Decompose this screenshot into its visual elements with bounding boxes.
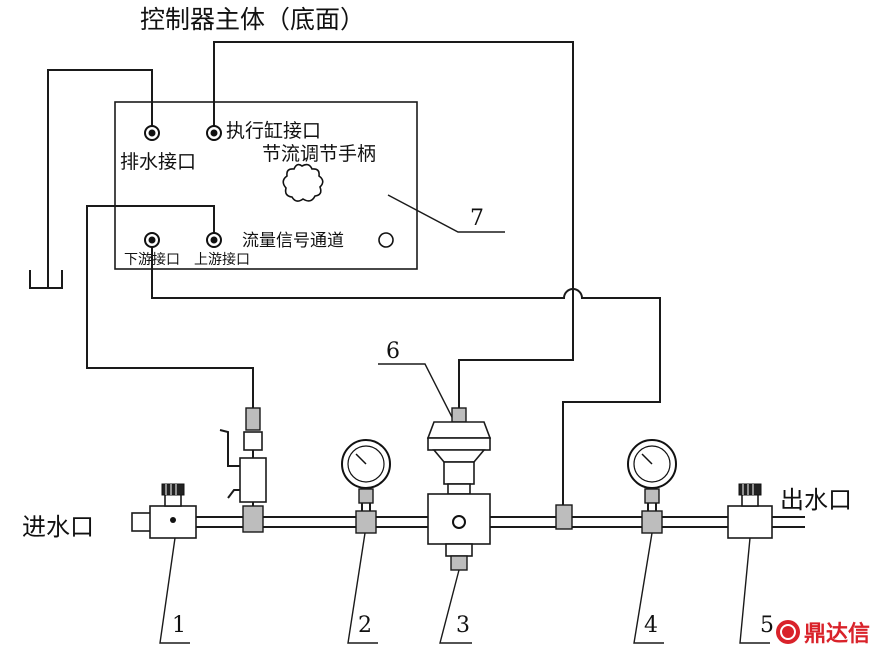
- downstream-port-label: 下游接口: [124, 251, 180, 268]
- number-2: 2: [358, 613, 372, 638]
- pressure-gauge-4: [627, 439, 677, 534]
- watermark: 鼎达信: [776, 620, 870, 647]
- number-6: 6: [386, 339, 400, 364]
- outlet-valve: [727, 483, 773, 539]
- number-5: 5: [760, 613, 774, 638]
- number-1: 1: [172, 613, 186, 638]
- pressure-gauge-2: [341, 439, 391, 534]
- number-4: 4: [644, 613, 658, 638]
- throttle-handle-label: 节流调节手柄: [262, 143, 376, 165]
- leader-4: [633, 532, 664, 644]
- inlet-valve: [131, 483, 197, 539]
- upstream-port: [206, 232, 222, 248]
- leader-7: [387, 194, 505, 233]
- upstream-port-label: 上游接口: [194, 251, 250, 268]
- control-valve: [426, 407, 492, 571]
- inlet-label: 进水口: [22, 513, 94, 541]
- drain-line: [29, 69, 153, 289]
- leader-2: [347, 532, 378, 644]
- drain-port: [144, 125, 160, 141]
- number-3: 3: [456, 613, 470, 638]
- number-7: 7: [470, 206, 484, 231]
- watermark-text: 鼎达信: [804, 621, 870, 647]
- downstream-tap: [555, 504, 573, 530]
- cylinder-port-label: 执行缸接口: [226, 120, 321, 142]
- diagram-title: 控制器主体（底面）: [140, 5, 365, 34]
- controller-body: [114, 101, 418, 270]
- flow-signal-port: [378, 232, 394, 248]
- drain-port-label: 排水接口: [120, 151, 196, 173]
- flow-signal-label: 流量信号通道: [242, 231, 344, 251]
- downstream-port: [144, 232, 160, 248]
- upstream-filter: [219, 407, 267, 533]
- cylinder-port: [206, 125, 222, 141]
- downstream-line: [151, 240, 661, 505]
- leader-5: [739, 537, 770, 644]
- outlet-label: 出水口: [780, 486, 852, 514]
- throttle-handle-icon: [282, 163, 324, 202]
- leader-3: [439, 569, 472, 644]
- leader-1: [159, 537, 190, 644]
- upstream-line: [86, 205, 254, 408]
- main-pipe: [196, 516, 805, 528]
- cylinder-line: [213, 41, 574, 408]
- leader-6: [378, 363, 457, 426]
